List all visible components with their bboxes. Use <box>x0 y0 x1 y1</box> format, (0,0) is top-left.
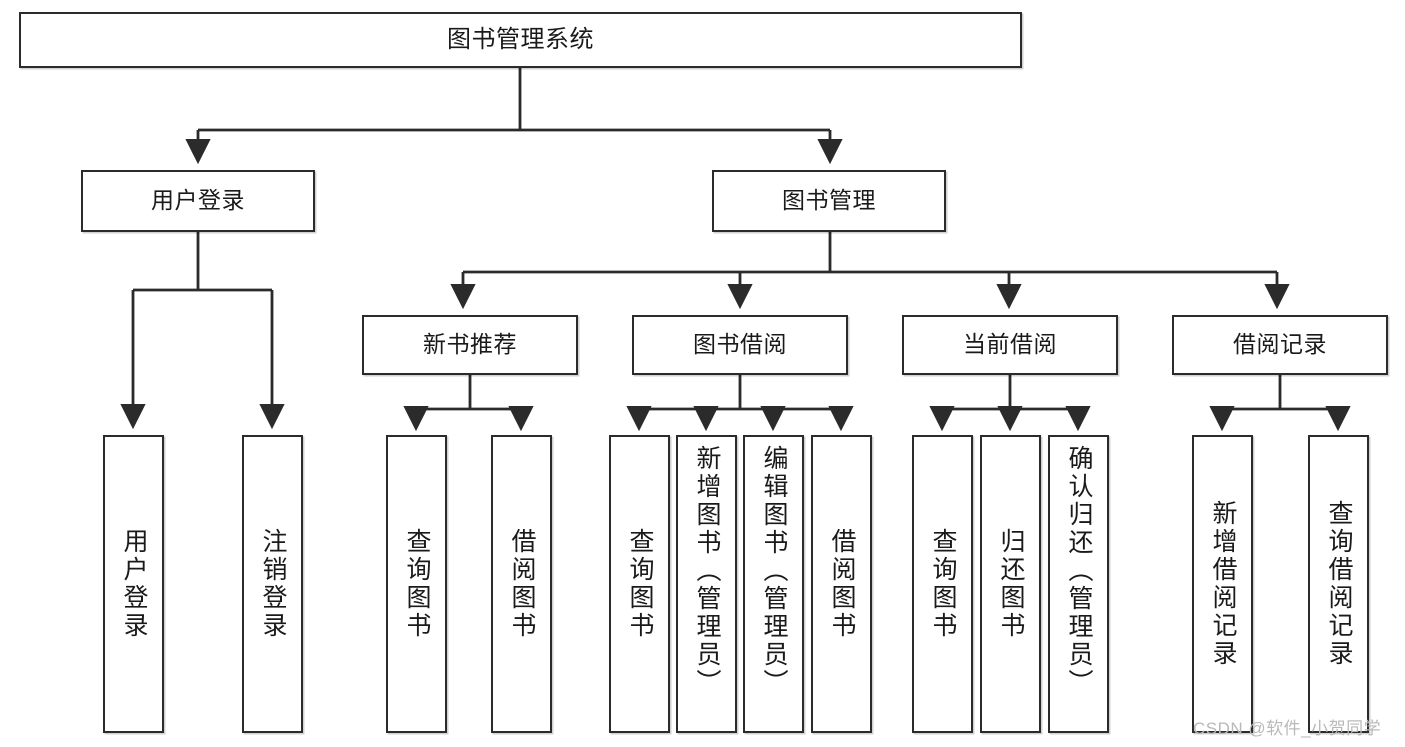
leaf-return-book-label: 归还图书 <box>997 528 1025 640</box>
leaf-query-book-current[interactable]: 查询图书 <box>912 435 973 733</box>
node-current-borrow-label: 当前借阅 <box>963 331 1057 358</box>
leaf-borrow-book-borrow-label: 借阅图书 <box>828 528 856 640</box>
leaf-query-book-borrow-label: 查询图书 <box>626 528 654 640</box>
node-book-borrow-label: 图书借阅 <box>693 331 787 358</box>
leaf-query-book-current-label: 查询图书 <box>929 528 957 640</box>
node-book-management-label: 图书管理 <box>782 187 876 214</box>
leaf-query-book-recommend[interactable]: 查询图书 <box>386 435 447 733</box>
leaf-return-book[interactable]: 归还图书 <box>980 435 1041 733</box>
leaf-query-borrow-record[interactable]: 查询借阅记录 <box>1308 435 1369 733</box>
leaf-query-borrow-record-label: 查询借阅记录 <box>1325 500 1353 668</box>
leaf-user-login[interactable]: 用户登录 <box>103 435 164 733</box>
leaf-add-borrow-record[interactable]: 新增借阅记录 <box>1192 435 1253 733</box>
watermark-text: CSDN @软件_小贺同学 <box>1193 719 1382 738</box>
node-borrow-record-label: 借阅记录 <box>1233 331 1327 358</box>
leaf-user-login-label: 用户登录 <box>120 528 148 640</box>
leaf-borrow-book-recommend[interactable]: 借阅图书 <box>491 435 552 733</box>
leaf-add-book-admin-label: 新增图书（管理员） <box>693 445 721 697</box>
leaf-borrow-book-recommend-label: 借阅图书 <box>508 528 536 640</box>
leaf-confirm-return-admin-label: 确认归还（管理员） <box>1065 445 1093 697</box>
node-user-login-label: 用户登录 <box>151 187 245 214</box>
leaf-query-book-recommend-label: 查询图书 <box>403 528 431 640</box>
node-current-borrow[interactable]: 当前借阅 <box>902 315 1118 375</box>
leaf-add-book-admin[interactable]: 新增图书（管理员） <box>676 435 737 733</box>
leaf-add-borrow-record-label: 新增借阅记录 <box>1209 500 1237 668</box>
leaf-edit-book-admin-label: 编辑图书（管理员） <box>760 445 788 697</box>
node-book-borrow[interactable]: 图书借阅 <box>632 315 848 375</box>
leaf-user-logout[interactable]: 注销登录 <box>242 435 303 733</box>
node-book-management[interactable]: 图书管理 <box>712 170 946 232</box>
node-new-book-recommend[interactable]: 新书推荐 <box>362 315 578 375</box>
leaf-edit-book-admin[interactable]: 编辑图书（管理员） <box>743 435 804 733</box>
node-root[interactable]: 图书管理系统 <box>19 12 1022 68</box>
node-new-book-recommend-label: 新书推荐 <box>423 331 517 358</box>
node-root-label: 图书管理系统 <box>447 25 594 53</box>
leaf-query-book-borrow[interactable]: 查询图书 <box>609 435 670 733</box>
leaf-confirm-return-admin[interactable]: 确认归还（管理员） <box>1048 435 1109 733</box>
leaf-user-logout-label: 注销登录 <box>259 528 287 640</box>
node-user-login[interactable]: 用户登录 <box>81 170 315 232</box>
node-borrow-record[interactable]: 借阅记录 <box>1172 315 1388 375</box>
leaf-borrow-book-borrow[interactable]: 借阅图书 <box>811 435 872 733</box>
